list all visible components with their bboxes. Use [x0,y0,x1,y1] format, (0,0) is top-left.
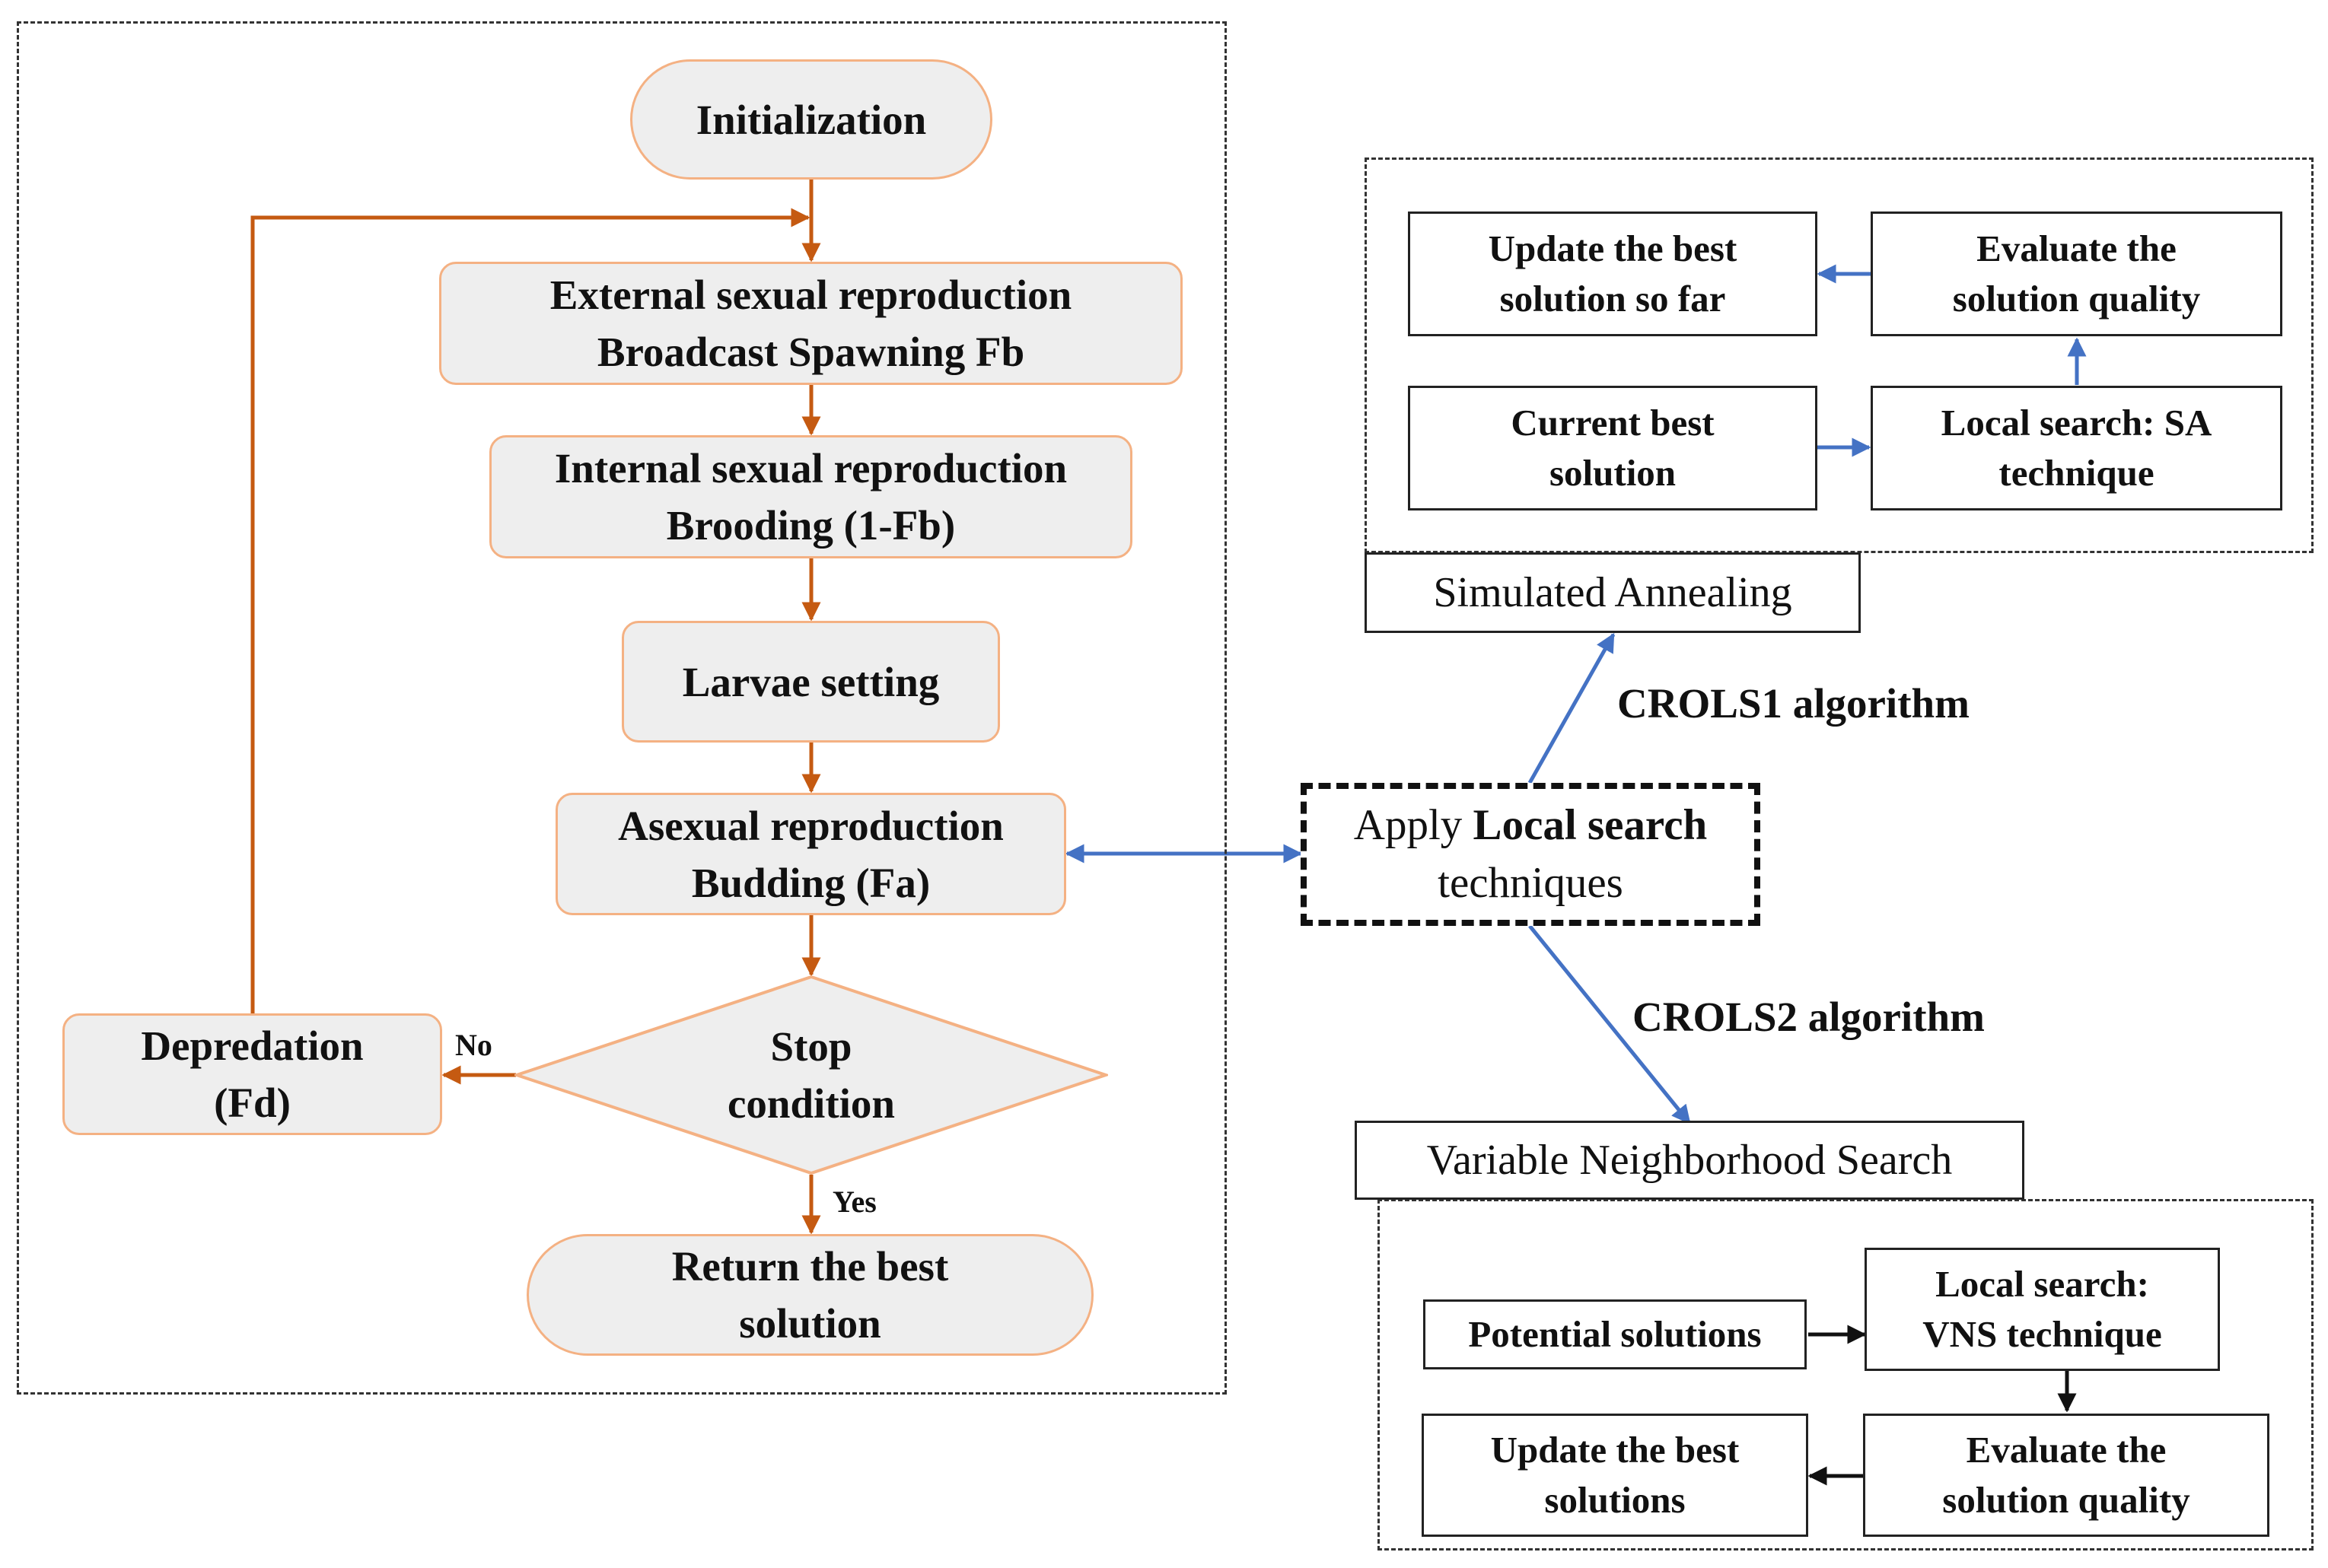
sa-local-line-1: Local search: SA [1941,402,2212,444]
sa-evaluate-line-2: solution quality [1952,278,2201,320]
no-label: No [455,1028,492,1062]
vns-update-best-box: Update the best solutions [1422,1414,1808,1537]
crols2-label: CROLS2 algorithm [1632,994,1985,1040]
sa-update-line-2: solution so far [1499,278,1726,320]
external-reproduction-node: External sexual reproduction Broadcast S… [439,262,1183,385]
sa-update-best-box: Update the best solution so far [1408,212,1817,336]
local-search-node: Apply Local search techniques [1301,783,1760,926]
sa-update-line-1: Update the best [1488,227,1737,269]
arrow-to-sa [1527,632,1616,784]
internal-line-2: Brooding (1-Fb) [666,502,956,549]
depredation-line-1: Depredation [141,1023,364,1069]
vns-evaluate-box: Evaluate the solution quality [1863,1414,2269,1537]
stop-condition-label: Stop condition [667,1018,956,1132]
vns-evaluate-line-1: Evaluate the [1966,1429,2167,1471]
larvae-label: Larvae setting [682,658,940,705]
sa-current-line-1: Current best [1511,402,1715,444]
sa-current-line-2: solution [1549,452,1677,494]
sa-evaluate-box: Evaluate the solution quality [1871,212,2282,336]
asexual-line-1: Asexual reproduction [618,802,1004,849]
sa-evaluate-line-1: Evaluate the [1976,227,2177,269]
yes-label: Yes [833,1185,877,1219]
vns-label: Variable Neighborhood Search [1426,1136,1953,1184]
local-search-line-1: Apply Local search [1354,797,1707,854]
vns-local-search-box: Local search: VNS technique [1865,1248,2220,1371]
local-search-prefix: Apply [1353,801,1463,849]
return-best-node: Return the best solution [527,1234,1094,1356]
vns-update-line-1: Update the best [1490,1429,1740,1471]
arrow-to-vns [1528,924,1691,1124]
asexual-reproduction-node: Asexual reproduction Budding (Fa) [556,793,1066,915]
vns-potential-label: Potential solutions [1468,1313,1762,1355]
return-line-1: Return the best [671,1243,949,1290]
vns-update-line-2: solutions [1544,1479,1686,1521]
initialization-node: Initialization [630,59,992,180]
stop-line-2: condition [727,1080,896,1127]
asexual-line-2: Budding (Fa) [691,859,931,906]
initialization-label: Initialization [696,96,927,143]
stop-condition-diamond [514,975,1108,1175]
external-line-2: Broadcast Spawning Fb [597,329,1025,375]
crols1-label: CROLS1 algorithm [1617,680,1970,727]
sa-current-best-box: Current best solution [1408,386,1817,510]
vns-label-box: Variable Neighborhood Search [1355,1121,2024,1200]
sa-label-box: Simulated Annealing [1365,552,1861,633]
local-search-line-2: techniques [1438,859,1623,907]
larvae-setting-node: Larvae setting [622,621,1000,743]
arrow-depredation-loop [250,208,811,1013]
internal-line-1: Internal sexual reproduction [554,445,1068,491]
vns-local-line-2: VNS technique [1922,1313,2162,1355]
sa-label: Simulated Annealing [1433,568,1792,616]
return-line-2: solution [739,1300,881,1347]
coral-reef-frame [17,21,1227,1395]
local-search-bold: Local search [1473,801,1708,849]
stop-line-1: Stop [770,1023,852,1070]
vns-evaluate-line-2: solution quality [1942,1479,2190,1521]
vns-local-line-1: Local search: [1935,1263,2149,1305]
depredation-line-2: (Fd) [214,1080,291,1126]
sa-local-line-2: technique [1998,452,2154,494]
sa-local-search-box: Local search: SA technique [1871,386,2282,510]
internal-reproduction-node: Internal sexual reproduction Brooding (1… [489,435,1132,558]
external-line-1: External sexual reproduction [549,272,1072,318]
depredation-node: Depredation (Fd) [62,1013,442,1135]
vns-frame [1377,1199,2314,1551]
sa-frame [1365,157,2314,553]
vns-potential-box: Potential solutions [1423,1299,1807,1369]
